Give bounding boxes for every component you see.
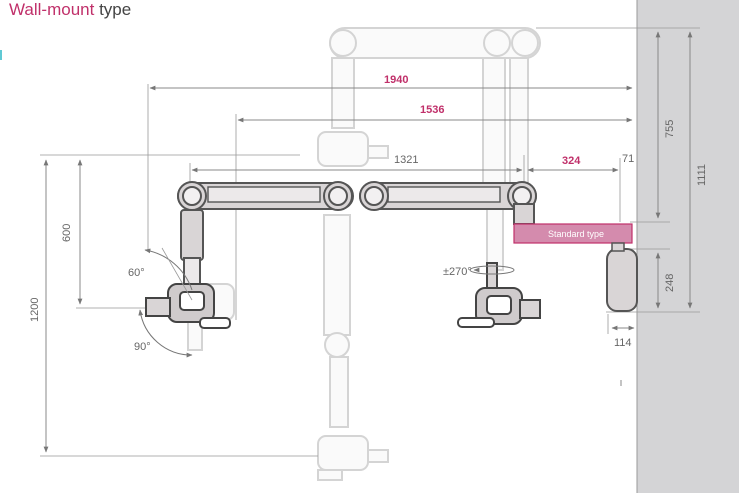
dim-248: 248 xyxy=(664,274,676,292)
wall-bracket-arm xyxy=(513,223,633,244)
wall-plate xyxy=(606,248,638,312)
dim-755: 755 xyxy=(664,120,676,138)
title-accent: Wall-mount xyxy=(9,0,95,19)
dim-324: 324 xyxy=(562,155,581,167)
dim-1200: 1200 xyxy=(29,298,41,322)
angle-60: 60° xyxy=(128,267,145,279)
dim-1321: 1321 xyxy=(394,154,418,166)
ghost-arm-vertical xyxy=(187,27,541,481)
title-rest: type xyxy=(94,0,132,19)
angle-arc-90 xyxy=(138,309,193,358)
angle-arc-60 xyxy=(144,248,193,291)
wall xyxy=(637,0,739,493)
dim-1111: 1111 xyxy=(696,164,708,186)
main-arm xyxy=(177,181,537,285)
bracket-label: Standard type xyxy=(548,229,604,239)
dim-1536: 1536 xyxy=(420,104,444,116)
dim-71: 71 xyxy=(622,153,634,165)
dim-114: 114 xyxy=(614,337,632,349)
dim-600: 600 xyxy=(61,224,73,242)
rotation-ring xyxy=(469,265,515,275)
rotation-label: ±270° xyxy=(443,266,472,278)
right-head xyxy=(457,262,541,328)
angle-90: 90° xyxy=(134,341,151,353)
diagram-title: Wall-mount type xyxy=(9,0,131,20)
dim-1940: 1940 xyxy=(384,74,408,86)
